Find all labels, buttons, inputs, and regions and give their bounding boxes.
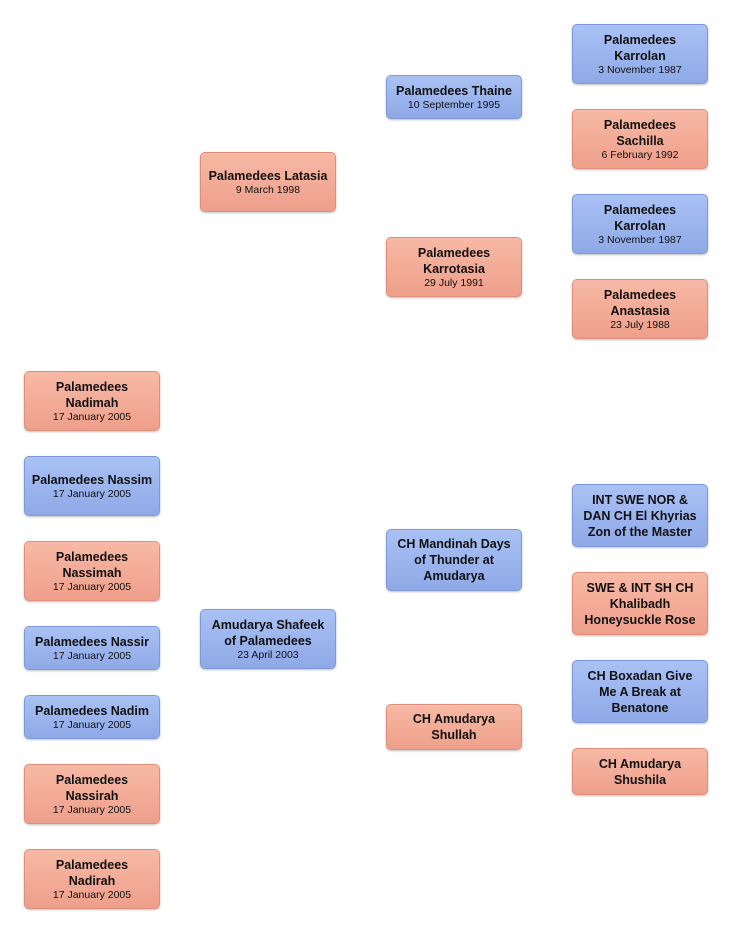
dog-name: CH Mandinah Days of Thunder at Amudarya bbox=[397, 537, 511, 583]
great-grandparent-node[interactable]: Palamedees Karrolan 3 November 1987 bbox=[572, 194, 708, 254]
dog-name: Palamedees Nassirah bbox=[55, 772, 129, 803]
dog-birth-date: 3 November 1987 bbox=[598, 233, 682, 246]
dog-birth-date: 29 July 1991 bbox=[424, 276, 484, 289]
dog-birth-date: 17 January 2005 bbox=[52, 718, 132, 731]
dog-birth-date: 17 January 2005 bbox=[52, 580, 132, 593]
dog-birth-date: 17 January 2005 bbox=[52, 487, 132, 500]
offspring-node[interactable]: Palamedees Nassim 17 January 2005 bbox=[24, 456, 160, 516]
dog-name: Palamedees Nadim bbox=[35, 703, 149, 718]
offspring-node[interactable]: Palamedees Nadirah 17 January 2005 bbox=[24, 849, 160, 909]
offspring-node[interactable]: Palamedees Nassimah 17 January 2005 bbox=[24, 541, 160, 601]
dog-birth-date: 17 January 2005 bbox=[52, 803, 132, 816]
dog-name: Palamedees Karrolan bbox=[603, 32, 677, 63]
sire-node[interactable]: Amudarya Shafeek of Palamedees 23 April … bbox=[200, 609, 336, 669]
dog-name: Palamedees Karrotasia bbox=[417, 245, 491, 276]
dog-name: Amudarya Shafeek of Palamedees bbox=[211, 617, 325, 648]
dog-name: Palamedees Anastasia bbox=[603, 287, 677, 318]
dog-birth-date: 23 July 1988 bbox=[610, 318, 670, 331]
offspring-node[interactable]: Palamedees Nassir 17 January 2005 bbox=[24, 626, 160, 670]
dog-birth-date: 17 January 2005 bbox=[52, 888, 132, 901]
dog-name: Palamedees Nadimah bbox=[55, 379, 129, 410]
dog-name: CH Boxadan Give Me A Break at Benatone bbox=[587, 668, 693, 715]
great-grandparent-node[interactable]: Palamedees Sachilla 6 February 1992 bbox=[572, 109, 708, 169]
dog-name: Palamedees Latasia bbox=[208, 168, 328, 183]
grandparent-node[interactable]: Palamedees Karrotasia 29 July 1991 bbox=[386, 237, 522, 297]
grandparent-node[interactable]: Palamedees Thaine 10 September 1995 bbox=[386, 75, 522, 119]
offspring-node[interactable]: Palamedees Nadimah 17 January 2005 bbox=[24, 371, 160, 431]
dam-node[interactable]: Palamedees Latasia 9 March 1998 bbox=[200, 152, 336, 212]
dog-name: CH Amudarya Shullah bbox=[412, 712, 496, 742]
grandparent-node[interactable]: CH Amudarya Shullah bbox=[386, 704, 522, 750]
dog-name: Palamedees Nadirah bbox=[55, 857, 129, 888]
dog-birth-date: 3 November 1987 bbox=[598, 63, 682, 76]
dog-birth-date: 6 February 1992 bbox=[601, 148, 679, 161]
great-grandparent-node[interactable]: SWE & INT SH CH Khalibadh Honeysuckle Ro… bbox=[572, 572, 708, 635]
dog-name: CH Amudarya Shushila bbox=[598, 756, 682, 787]
dog-birth-date: 9 March 1998 bbox=[235, 183, 301, 196]
great-grandparent-node[interactable]: Palamedees Anastasia 23 July 1988 bbox=[572, 279, 708, 339]
dog-name: INT SWE NOR & DAN CH El Khyrias Zon of t… bbox=[583, 492, 697, 539]
dog-name: Palamedees Nassimah bbox=[55, 549, 129, 580]
dog-name: SWE & INT SH CH Khalibadh Honeysuckle Ro… bbox=[584, 580, 696, 627]
offspring-node[interactable]: Palamedees Nadim 17 January 2005 bbox=[24, 695, 160, 739]
great-grandparent-node[interactable]: INT SWE NOR & DAN CH El Khyrias Zon of t… bbox=[572, 484, 708, 547]
dog-birth-date: 17 January 2005 bbox=[52, 649, 132, 662]
dog-birth-date: 17 January 2005 bbox=[52, 410, 132, 423]
grandparent-node[interactable]: CH Mandinah Days of Thunder at Amudarya bbox=[386, 529, 522, 591]
dog-name: Palamedees Nassir bbox=[35, 634, 149, 649]
dog-name: Palamedees Karrolan bbox=[603, 202, 677, 233]
dog-birth-date: 10 September 1995 bbox=[407, 98, 501, 111]
dog-name: Palamedees Nassim bbox=[31, 472, 153, 487]
dog-name: Palamedees Thaine bbox=[395, 83, 513, 98]
great-grandparent-node[interactable]: Palamedees Karrolan 3 November 1987 bbox=[572, 24, 708, 84]
dog-birth-date: 23 April 2003 bbox=[237, 648, 299, 661]
offspring-node[interactable]: Palamedees Nassirah 17 January 2005 bbox=[24, 764, 160, 824]
great-grandparent-node[interactable]: CH Boxadan Give Me A Break at Benatone bbox=[572, 660, 708, 723]
dog-name: Palamedees Sachilla bbox=[603, 117, 677, 148]
great-grandparent-node[interactable]: CH Amudarya Shushila bbox=[572, 748, 708, 795]
